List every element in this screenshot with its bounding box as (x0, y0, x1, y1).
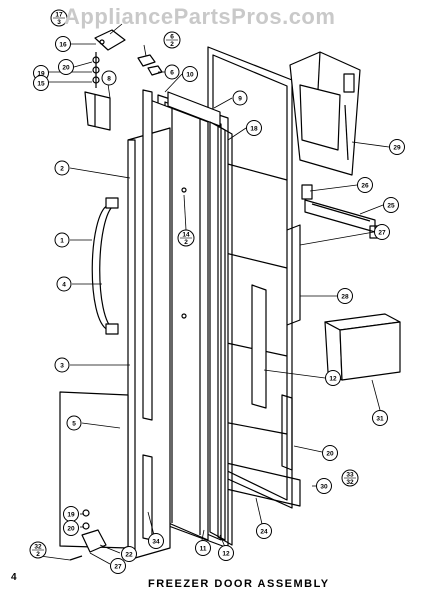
leader-lines (39, 23, 390, 565)
callout-5: 5 (66, 415, 82, 431)
svg-text:2: 2 (170, 41, 174, 48)
svg-text:31: 31 (376, 415, 384, 422)
svg-text:20: 20 (326, 450, 334, 457)
svg-text:6: 6 (170, 34, 174, 41)
bracket-25 (301, 184, 381, 239)
callout-2: 2 (54, 160, 70, 176)
door-handle (91, 197, 119, 335)
callout-10-top: 10 (182, 66, 198, 82)
svg-text:17: 17 (55, 12, 63, 19)
svg-text:28: 28 (341, 293, 349, 300)
callout-9: 9 (232, 90, 248, 106)
callout-25: 25 (383, 197, 399, 213)
callout-29: 29 (389, 139, 405, 155)
svg-text:5: 5 (72, 420, 76, 427)
callout-6: 6 (164, 64, 180, 80)
diagram-caption: FREEZER DOOR ASSEMBLY (148, 578, 330, 590)
callout-12-mid: 12 (325, 370, 341, 386)
callout-32-2: 32 2 (29, 541, 47, 559)
svg-text:2: 2 (36, 551, 40, 558)
svg-text:12: 12 (222, 550, 230, 557)
svg-text:22: 22 (125, 551, 133, 558)
door-front-skin (59, 127, 171, 561)
callout-33-32: 33 32 (341, 469, 359, 487)
svg-text:26: 26 (361, 182, 369, 189)
callout-3: 3 (54, 357, 70, 373)
callout-20-bottom: 20 (63, 520, 79, 536)
svg-text:6: 6 (170, 69, 174, 76)
callout-31: 31 (372, 410, 388, 426)
svg-text:27: 27 (114, 563, 122, 570)
svg-text:19: 19 (37, 70, 45, 77)
callout-19-bottom: 19 (63, 506, 79, 522)
svg-text:4: 4 (62, 281, 66, 288)
svg-text:14: 14 (182, 232, 190, 239)
callout-20-top: 20 (58, 59, 74, 75)
svg-text:19: 19 (67, 511, 75, 518)
callout-18: 18 (246, 120, 262, 136)
callout-6-2: 6 2 (163, 31, 181, 49)
svg-text:25: 25 (387, 202, 395, 209)
callout-17: 17 3 (50, 9, 68, 27)
svg-text:8: 8 (107, 75, 111, 82)
svg-text:32: 32 (34, 544, 42, 551)
svg-text:1: 1 (60, 237, 64, 244)
callout-27-bottom: 27 (110, 558, 126, 574)
callout-34: 34 (148, 533, 164, 549)
svg-text:20: 20 (62, 64, 70, 71)
callout-1: 1 (54, 232, 70, 248)
svg-text:3: 3 (60, 362, 64, 369)
callout-26: 26 (357, 177, 373, 193)
callout-20-mid: 20 (322, 445, 338, 461)
svg-text:18: 18 (250, 125, 258, 132)
callout-30: 30 (316, 478, 332, 494)
dispenser-housing (289, 51, 361, 176)
svg-text:27: 27 (378, 229, 386, 236)
trim-strips (142, 89, 267, 546)
svg-text:3: 3 (57, 19, 61, 26)
svg-text:32: 32 (346, 479, 354, 486)
bottom-hinge (69, 509, 107, 561)
svg-text:2: 2 (60, 165, 64, 172)
top-hinge (84, 29, 163, 131)
callout-27-mid: 27 (374, 224, 390, 240)
svg-text:20: 20 (67, 525, 75, 532)
callouts: 17 3 16 6 2 20 19 15 8 (29, 9, 405, 574)
callout-28: 28 (337, 288, 353, 304)
svg-text:11: 11 (200, 545, 207, 552)
svg-text:12: 12 (329, 375, 337, 382)
svg-text:24: 24 (260, 528, 268, 535)
callout-15: 15 (33, 75, 49, 91)
callout-22: 22 (121, 546, 137, 562)
svg-text:29: 29 (393, 144, 401, 151)
callout-12-bottom: 12 (218, 545, 234, 561)
svg-text:15: 15 (37, 80, 45, 87)
callout-16: 16 (55, 36, 71, 52)
svg-text:10: 10 (186, 71, 194, 78)
watermark: AppliancePartsPros.com (64, 4, 336, 29)
door-shelf-bin (324, 313, 401, 381)
svg-text:16: 16 (59, 41, 67, 48)
svg-text:33: 33 (346, 472, 354, 479)
svg-text:9: 9 (238, 95, 242, 102)
callout-14-2: 14 2 (177, 229, 195, 247)
svg-text:30: 30 (320, 483, 328, 490)
svg-text:34: 34 (152, 538, 160, 545)
page-number: 4 (11, 572, 17, 583)
callout-4: 4 (56, 276, 72, 292)
svg-text:2: 2 (184, 239, 188, 246)
callout-24: 24 (256, 523, 272, 539)
callout-11: 11 (195, 540, 211, 556)
callout-8: 8 (101, 70, 117, 86)
